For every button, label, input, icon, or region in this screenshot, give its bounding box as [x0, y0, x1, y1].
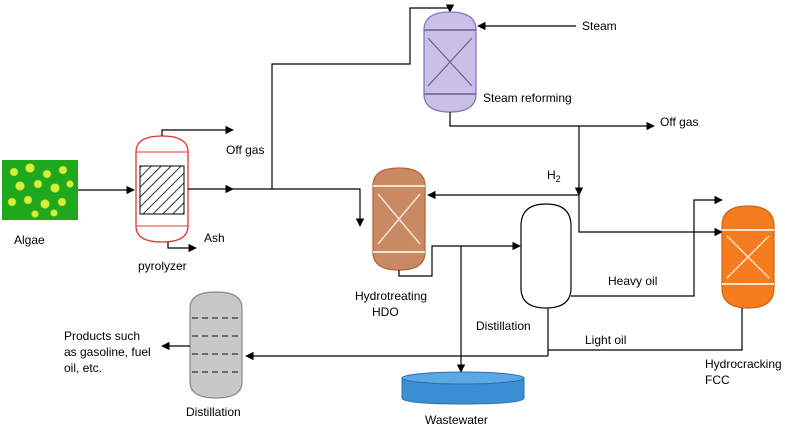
- steam-label: Steam: [582, 19, 617, 33]
- light-oil-label: Light oil: [585, 333, 626, 347]
- hydrocracking-label: Hydrocracking: [705, 357, 782, 371]
- stream-light-oil: [548, 308, 743, 351]
- algae-cells: [7, 163, 74, 218]
- svg-text:oil, etc.: oil, etc.: [64, 361, 102, 375]
- stream-h2-to-hydrocracker: [578, 195, 723, 237]
- ash-label: Ash: [204, 231, 225, 245]
- pyrolyzer-vessel: pyrolyzer: [135, 135, 189, 273]
- distillation-column-label: Distillation: [476, 319, 531, 333]
- svg-text:as gasoline, fuel: as gasoline, fuel: [64, 345, 151, 359]
- algae-feed: Algae: [2, 160, 78, 247]
- svg-text:Products such: Products such: [64, 329, 140, 343]
- hydrotreating-label: Hydrotreating: [355, 289, 427, 303]
- hydrocracker-vessel: Hydrocracking FCC: [705, 205, 782, 387]
- wastewater-tank: Wastewater: [401, 371, 525, 427]
- hdo-label: HDO: [372, 305, 399, 319]
- h2-label: H2: [547, 168, 561, 184]
- off-gas-top-label: Off gas: [660, 115, 698, 129]
- fcc-label: FCC: [705, 373, 730, 387]
- stream-to-hydrotreater: [330, 188, 365, 227]
- hydrotreater-vessel: Hydrotreating HDO: [355, 167, 427, 319]
- algae-label: Algae: [14, 233, 45, 247]
- stream-to-steam-reformer: [271, 4, 455, 189]
- wastewater-label: Wastewater: [425, 413, 488, 427]
- distillation-column: Distillation: [476, 203, 572, 333]
- stream-pyrolyzer-off-gas: [161, 125, 234, 136]
- stream-ash: [167, 242, 197, 253]
- pyrolyzer-hatched-bed: [139, 165, 185, 215]
- stream-reformer-off-gas: [449, 112, 655, 131]
- distillation-bottom-label: Distillation: [186, 405, 241, 419]
- products-label: Products such as gasoline, fuel oil, etc…: [64, 329, 151, 375]
- off-gas-left-label: Off gas: [226, 143, 264, 157]
- stream-heavy-oil: [571, 195, 723, 297]
- pyrolyzer-label: pyrolyzer: [138, 259, 187, 273]
- steam-reforming-label: Steam reforming: [483, 91, 572, 105]
- final-distillation-vessel: Distillation: [186, 291, 243, 419]
- heavy-oil-label: Heavy oil: [608, 274, 657, 288]
- steam-reformer-vessel: Steam reforming: [423, 11, 572, 113]
